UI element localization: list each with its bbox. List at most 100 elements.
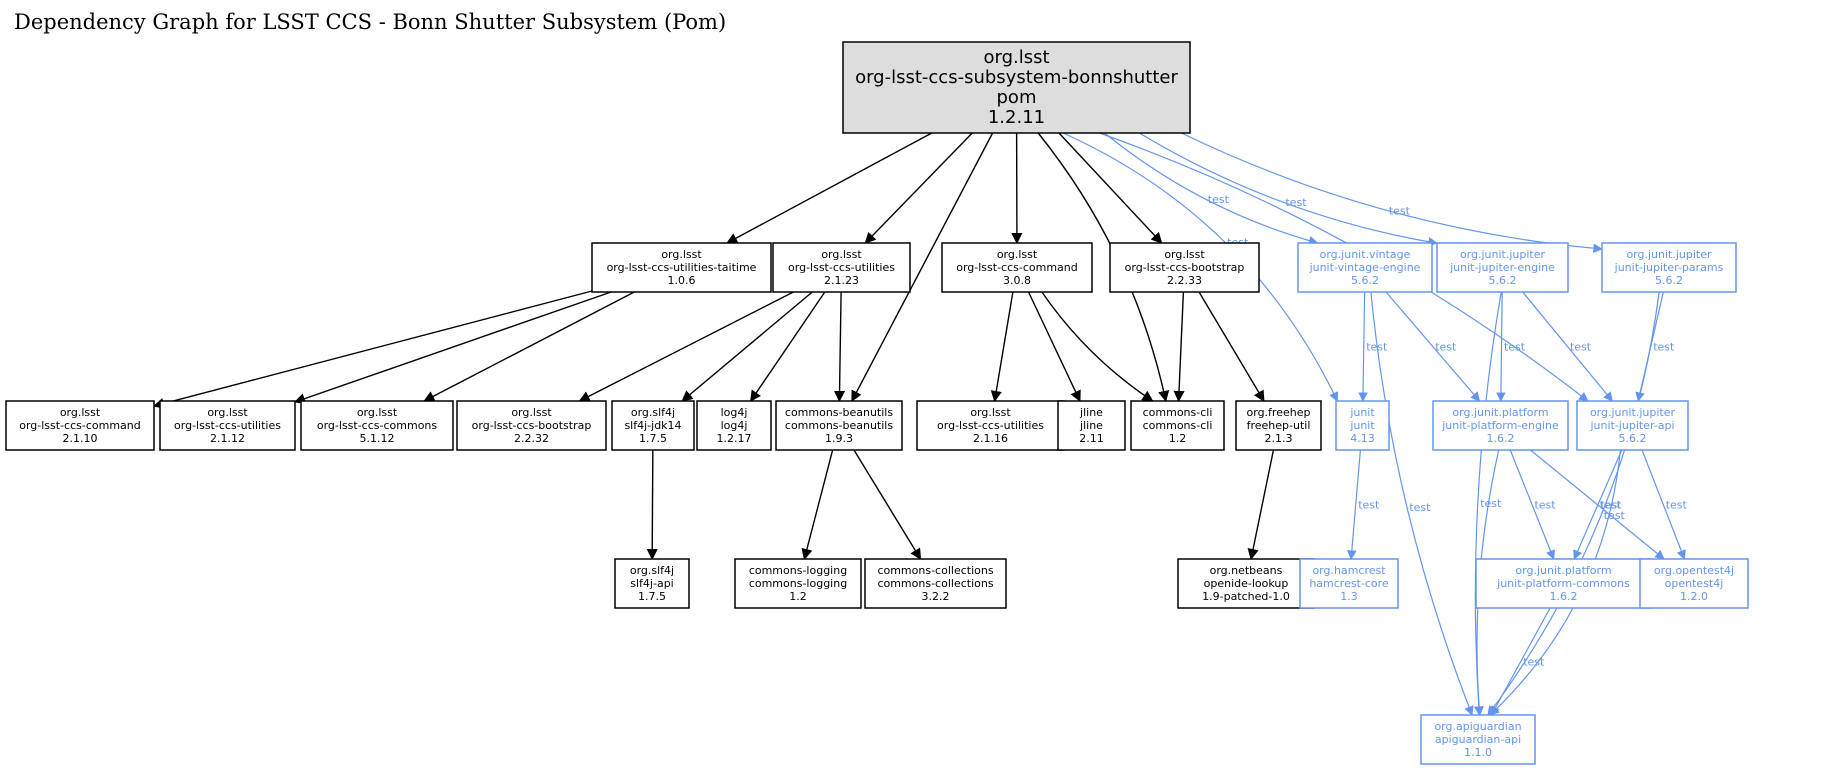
node-label-line: 2.11: [1079, 432, 1104, 445]
edge-cmd308-to-jline: [1027, 291, 1081, 403]
node-label-line: junit: [1349, 419, 1375, 432]
edge-line: [726, 132, 933, 244]
node-label-line: org-lsst-ccs-utilities-taitime: [607, 261, 757, 274]
edge-line: [1062, 132, 1339, 402]
node-label-line: org.lsst: [60, 406, 101, 419]
node-label-line: org-lsst-ccs-subsystem-bonnshutter: [855, 67, 1178, 88]
node-platengine: org.junit.platformjunit-platform-engine1…: [1432, 400, 1569, 451]
edge-root-to-boot2233: [1058, 132, 1163, 244]
edge-root-to-vintage: test: [1104, 132, 1319, 246]
node-box: [1297, 242, 1433, 293]
edge-label: test: [1523, 656, 1545, 669]
node-label-line: 1.7.5: [639, 432, 667, 445]
node-label-line: commons-cli: [1143, 406, 1213, 419]
edge-line: [1509, 449, 1555, 560]
node-label-line: org-lsst-ccs-bootstrap: [1125, 261, 1245, 274]
node-label-line: log4j: [721, 406, 748, 419]
node-label-line: org.lsst: [661, 248, 702, 261]
edge-line: [1139, 132, 1438, 247]
edge-label: test: [1480, 497, 1502, 510]
node-label-line: 5.6.2: [1351, 274, 1379, 287]
node-label-line: 1.9.3: [825, 432, 853, 445]
node-openide: org.netbeansopenide-lookup1.9-patched-1.…: [1177, 558, 1315, 609]
edge-line: [750, 291, 826, 402]
edge-root-to-beanutils: [851, 132, 994, 402]
node-label-line: org.lsst: [983, 47, 1049, 68]
edge-line: [1247, 449, 1275, 561]
edge-root-to-jupparams: test: [1181, 132, 1603, 254]
node-box: [1299, 558, 1399, 609]
edge-line: [681, 291, 813, 402]
node-label-line: org.slf4j: [630, 564, 674, 577]
edge-line: [1058, 132, 1163, 244]
edge-root-to-taitime: [726, 132, 933, 244]
node-label-line: 1.3: [1340, 590, 1358, 603]
node-box: [842, 41, 1191, 134]
node-label-line: org.freehep: [1247, 406, 1311, 419]
edge-line: [152, 290, 593, 409]
node-box: [1436, 242, 1569, 293]
edge-label: test: [1285, 196, 1307, 209]
node-label-line: junit-jupiter-engine: [1449, 261, 1555, 274]
edge-line: [1173, 291, 1185, 403]
edge-boot2233-to-freehep: [1198, 291, 1265, 402]
node-label-line: org-lsst-ccs-utilities: [174, 419, 281, 432]
node-label-line: 1.2.11: [988, 107, 1045, 128]
node-label-line: 1.9-patched-1.0: [1202, 590, 1290, 603]
node-label-line: 1.0.6: [668, 274, 696, 287]
node-label-line: org.hamcrest: [1312, 564, 1386, 577]
edge-label: test: [1534, 499, 1556, 512]
edge-label: test: [1409, 501, 1431, 514]
edge-freehep-to-openide: [1247, 449, 1275, 561]
node-label-line: org.opentest4j: [1654, 564, 1734, 577]
edge-line: [1198, 291, 1265, 402]
edge-line: [853, 449, 922, 560]
edge-util2123-to-boot2232: [578, 291, 794, 402]
edge-line: [864, 132, 973, 244]
node-box: [696, 400, 772, 451]
node-label-line: 5.6.2: [1619, 432, 1647, 445]
node-box: [941, 242, 1093, 293]
edge-line: [1181, 132, 1603, 254]
node-label-line: org.lsst: [970, 406, 1011, 419]
node-jupengine: org.junit.jupiterjunit-jupiter-engine5.6…: [1436, 242, 1569, 293]
node-label-line: slf4j-api: [630, 577, 673, 590]
node-label-line: 1.6.2: [1550, 590, 1578, 603]
node-label-line: 1.7.5: [638, 590, 666, 603]
node-label-line: junit-jupiter-params: [1614, 261, 1724, 274]
node-box: [1130, 400, 1225, 451]
node-label-line: org.junit.platform: [1515, 564, 1611, 577]
node-label-line: org.junit.jupiter: [1460, 248, 1546, 261]
node-box: [1475, 558, 1652, 609]
edge-line: [1473, 291, 1502, 716]
node-label-line: 2.1.16: [973, 432, 1008, 445]
node-label-line: pom: [997, 87, 1037, 108]
node-box: [734, 558, 862, 609]
node-box: [1420, 714, 1536, 765]
node-label-line: org.apiguardian: [1434, 720, 1521, 733]
node-label-line: 4.13: [1350, 432, 1375, 445]
edge-label: test: [1570, 341, 1592, 354]
node-label-line: org.lsst: [357, 406, 398, 419]
edge-junit-to-hamcrest: test: [1347, 449, 1380, 560]
edge-jupengine-to-jupapi: test: [1522, 291, 1613, 402]
edge-beanutils-to-logging: [801, 449, 834, 561]
edge-taitime-to-cmd2110: [152, 290, 593, 409]
edge-boot2233-to-cli: [1173, 291, 1185, 403]
edge-label: test: [1666, 499, 1688, 512]
node-label-line: org.junit.jupiter: [1626, 248, 1712, 261]
node-label-line: junit-jupiter-api: [1589, 419, 1674, 432]
edge-line: [1027, 291, 1081, 403]
edge-root-to-util2123: [864, 132, 973, 244]
